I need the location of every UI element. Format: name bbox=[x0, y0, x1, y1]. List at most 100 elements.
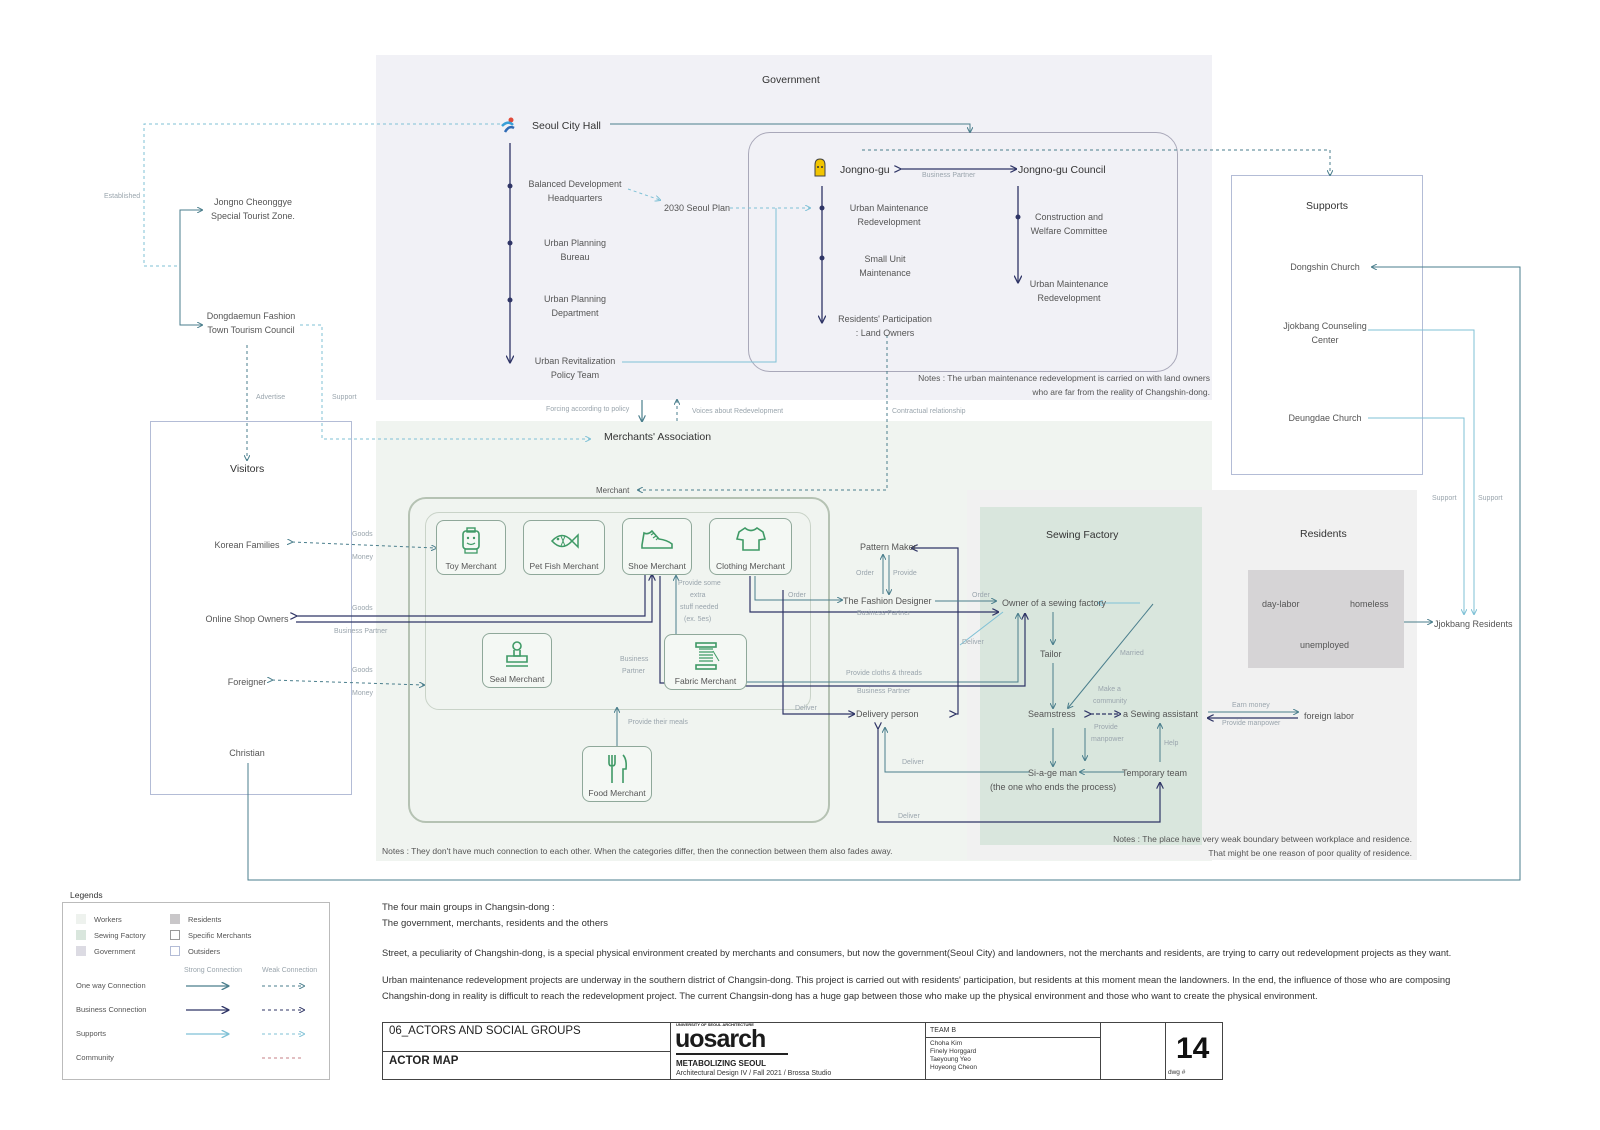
label-order-owner: Order bbox=[972, 592, 990, 599]
legend-supports: Supports bbox=[76, 1029, 107, 1038]
residents-group-box bbox=[1248, 570, 1404, 668]
team-member-3: Taeyoung Yeo bbox=[930, 1056, 971, 1063]
label-voices: Voices about Redevelopment bbox=[692, 408, 784, 415]
pet-fish-merchant: Pet Fish Merchant bbox=[523, 520, 605, 575]
dept-urban-planning-department-2: Department bbox=[551, 308, 599, 318]
dept-urban-planning-bureau-2: Bureau bbox=[560, 252, 590, 262]
jongno-gu-mascot-icon bbox=[814, 158, 826, 177]
dept-urban-revitalization-1: Urban Revitalization bbox=[534, 356, 616, 366]
dept-balanced-development-1: Balanced Development bbox=[528, 179, 622, 189]
legend-business: Business Connection bbox=[76, 1005, 147, 1014]
legend-one-way: One way Connection bbox=[76, 981, 146, 990]
drawing-title: ACTOR MAP bbox=[389, 1055, 459, 1067]
logo-underline bbox=[676, 1053, 788, 1055]
merchants-outer-box bbox=[408, 497, 830, 823]
dept-balanced-development-2: Headquarters bbox=[547, 193, 603, 203]
dept-urban-planning-bureau-1: Urban Planning bbox=[543, 238, 607, 248]
legend-outsiders: Outsiders bbox=[188, 947, 221, 956]
siage-man: Si-a-ge man bbox=[1028, 768, 1078, 778]
label-money-1: Money bbox=[352, 554, 374, 561]
toy-merchant-label: Toy Merchant bbox=[445, 561, 497, 571]
gu-item-redevelopment-2: Redevelopment bbox=[857, 217, 921, 227]
clothing-merchant: Clothing Merchant bbox=[709, 518, 792, 575]
seal-merchant: Seal Merchant bbox=[482, 633, 552, 688]
jongno-gu-box bbox=[748, 132, 1178, 372]
label-provide-manpower: Provide manpower bbox=[1222, 720, 1281, 727]
legend-specific-merchants: Specific Merchants bbox=[188, 931, 252, 940]
legend-workers: Workers bbox=[94, 915, 122, 924]
gu-item-redevelopment-1: Urban Maintenance bbox=[849, 203, 929, 213]
fabric-merchant: Fabric Merchant bbox=[664, 634, 747, 690]
label-business-partner-visitors: Business Partner bbox=[334, 628, 388, 635]
residents-note-2: That might be one reason of poor quality… bbox=[1208, 848, 1412, 858]
temporary-team: Temporary team bbox=[1122, 768, 1188, 778]
legend-swatch-specific-merchants bbox=[170, 930, 180, 940]
label-deliver-temporary: Deliver bbox=[898, 813, 920, 820]
visitors-title: Visitors bbox=[230, 463, 265, 475]
title-block-divider-2 bbox=[925, 1022, 926, 1080]
toy-icon bbox=[462, 527, 480, 554]
label-support: Support bbox=[332, 394, 357, 401]
uosarch-logo: uosarch bbox=[675, 1025, 766, 1053]
government-note-2: who are far from the reality of Changshi… bbox=[1032, 387, 1210, 397]
pattern-maker: Pattern Maker bbox=[860, 542, 917, 552]
label-business-partner-fabric-1: Business bbox=[620, 656, 649, 663]
support-dongshin-church: Dongshin Church bbox=[1290, 262, 1360, 272]
gu-item-residents-1: Residents' Participation bbox=[838, 314, 932, 324]
label-manpower-1: Provide bbox=[1094, 724, 1118, 731]
resident-homeless: homeless bbox=[1350, 599, 1389, 609]
resident-unemployed: unemployed bbox=[1300, 640, 1350, 650]
legend-swatch-residents bbox=[170, 914, 180, 924]
label-extra-3: stuff needed bbox=[680, 604, 719, 611]
supports-title: Supports bbox=[1306, 200, 1349, 212]
council-item-construction-1: Construction and bbox=[1034, 212, 1104, 222]
fashion-designer: The Fashion Designer bbox=[843, 596, 932, 606]
support-jjokbang-counseling-1: Jjokbang Counseling bbox=[1283, 321, 1367, 331]
legend-title: Legends bbox=[70, 890, 103, 900]
visitor-christian: Christian bbox=[229, 748, 265, 758]
legend-sewing-factory: Sewing Factory bbox=[94, 931, 146, 940]
foreign-labor: foreign labor bbox=[1304, 711, 1355, 721]
legend-swatch-sewing bbox=[76, 930, 86, 940]
council-item-redevelopment-2: Redevelopment bbox=[1037, 293, 1101, 303]
drawing-number-label: dwg # bbox=[1168, 1069, 1186, 1076]
legend-community: Community bbox=[76, 1053, 114, 1062]
food-merchant-label: Food Merchant bbox=[588, 788, 646, 798]
label-advertise: Advertise bbox=[256, 394, 286, 401]
label-earn-money: Earn money bbox=[1232, 702, 1270, 709]
visitors-box bbox=[150, 421, 352, 795]
label-extra-1: Provide some bbox=[678, 580, 721, 587]
sewing-owner: Owner of a sewing factory bbox=[1002, 598, 1107, 608]
government-title: Government bbox=[762, 74, 820, 86]
government-zone bbox=[376, 55, 1212, 400]
label-extra-2: extra bbox=[690, 592, 706, 599]
sewing-factory-title: Sewing Factory bbox=[1046, 529, 1119, 541]
paragraph-street: Street, a peculiarity of Changshin-dong,… bbox=[382, 948, 1452, 958]
label-goods-2: Goods bbox=[352, 605, 373, 612]
sewing-assistant: a Sewing assistant bbox=[1123, 709, 1199, 719]
label-goods-1: Goods bbox=[352, 531, 373, 538]
label-manpower-2: manpower bbox=[1091, 736, 1124, 743]
legend-government: Government bbox=[94, 947, 136, 956]
paragraph-groups-1: The four main groups in Changsin-dong : bbox=[382, 902, 555, 913]
label-business-partner-delivery: Business Partner bbox=[857, 688, 911, 695]
legend-swatch-workers bbox=[76, 914, 86, 924]
label-order-designer: Order bbox=[788, 592, 806, 599]
dongdaemun-council-1: Dongdaemun Fashion bbox=[206, 311, 296, 321]
project-name: METABOLIZING SEOUL bbox=[676, 1059, 767, 1068]
council-item-construction-2: Welfare Committee bbox=[1030, 226, 1108, 236]
legend-residents: Residents bbox=[188, 915, 222, 924]
dept-urban-revitalization-2: Policy Team bbox=[550, 370, 600, 380]
toy-merchant: Toy Merchant bbox=[436, 520, 506, 575]
food-merchant: Food Merchant bbox=[582, 746, 652, 802]
paragraph-groups-2: The government, merchants, residents and… bbox=[382, 918, 609, 929]
label-provide-pattern: Provide bbox=[893, 570, 917, 577]
seamstress: Seamstress bbox=[1028, 709, 1076, 719]
clothing-merchant-label: Clothing Merchant bbox=[716, 561, 785, 571]
support-deungdae-church: Deungdae Church bbox=[1288, 413, 1362, 423]
label-business-partner-gu: Business Partner bbox=[922, 172, 976, 179]
label-money-3: Money bbox=[352, 690, 374, 697]
legend-swatch-outsiders bbox=[170, 946, 180, 956]
cheonggye-zone-2: Special Tourist Zone. bbox=[211, 211, 295, 221]
